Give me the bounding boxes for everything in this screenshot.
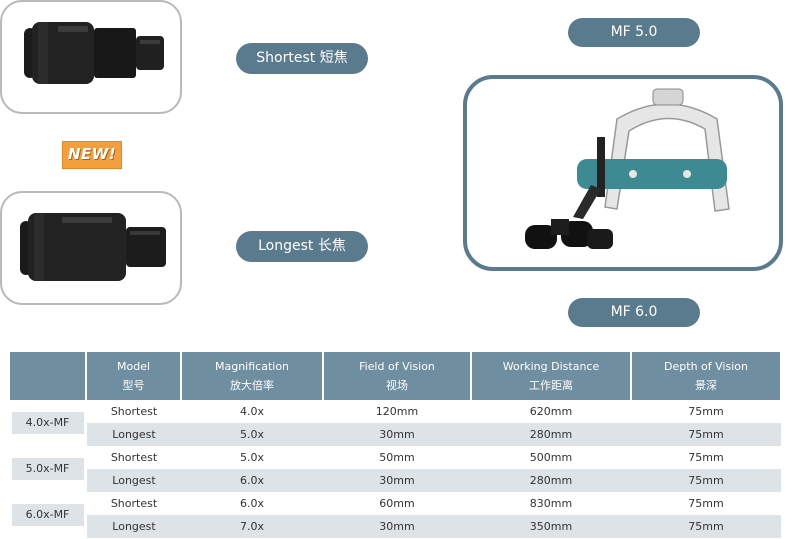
headset-photo [463, 75, 783, 271]
model-cell: 6.0x-MF [10, 492, 87, 538]
shortest-lens-graphic [24, 22, 164, 84]
table-row: 6.0x-MF Shortest 6.0x 60mm 830mm 75mm [10, 492, 781, 538]
magnification-cell: 6.0x [181, 492, 323, 515]
depth-of-vision-cell: 75mm [631, 446, 781, 469]
header-magnification: Magnification 放大倍率 [181, 352, 324, 400]
header-depth-of-vision: Depth of Vision 景深 [631, 352, 782, 400]
spec-table: Model 型号 Magnification 放大倍率 Field of Visio… [10, 352, 782, 538]
header-magnification-cn: 放大倍率 [230, 379, 274, 392]
longest-label: Longest 长焦 [236, 231, 368, 262]
header-dov-en: Depth of Vision [664, 360, 748, 373]
depth-of-vision-cell: 75mm [631, 515, 781, 538]
header-blank [10, 352, 87, 400]
field-of-vision-cell: 30mm [323, 469, 471, 492]
header-dov-cn: 景深 [695, 379, 717, 392]
depth-of-vision-cell: 75mm [631, 469, 781, 492]
magnification-cell: 5.0x [181, 446, 323, 469]
magnification-cell: 5.0x [181, 423, 323, 446]
depth-of-vision-cell: 75mm [631, 492, 781, 515]
depth-of-vision-cell: 75mm [631, 400, 781, 423]
focus-cell: Longest [86, 423, 181, 446]
mf60-label: MF 6.0 [568, 298, 700, 327]
focus-cell: Shortest [86, 492, 181, 515]
model-name: 5.0x-MF [11, 458, 84, 480]
shortest-label: Shortest 短焦 [236, 43, 368, 74]
header-wd-cn: 工作距离 [529, 379, 573, 392]
model-name: 4.0x-MF [11, 412, 84, 434]
working-distance-cell: 280mm [471, 469, 631, 492]
header-model-cn: 型号 [122, 379, 145, 392]
header-fov-cn: 视场 [386, 379, 408, 392]
headset-graphic [525, 88, 730, 249]
longest-lens-image [0, 191, 182, 305]
working-distance-cell: 830mm [471, 492, 631, 515]
header-magnification-en: Magnification [214, 360, 290, 373]
table-row: 4.0x-MF Shortest 4.0x 120mm 620mm 75mm [10, 400, 781, 446]
magnification-cell: 7.0x [181, 515, 323, 538]
depth-of-vision-cell: 75mm [631, 423, 781, 446]
working-distance-cell: 280mm [471, 423, 631, 446]
table-row: Longest 7.0x 30mm 350mm 75mm [10, 515, 781, 538]
field-of-vision-cell: 30mm [323, 515, 471, 538]
header-model-en: Model [116, 360, 151, 373]
shortest-lens-image [0, 0, 182, 114]
header-model: Model 型号 [86, 352, 182, 400]
table-row: 5.0x-MF Shortest 5.0x 50mm 500mm 75mm [10, 446, 781, 492]
table-row: Longest 5.0x 30mm 280mm 75mm [10, 423, 781, 446]
table-header-row: Model 型号 Magnification 放大倍率 Field of Visio… [10, 352, 782, 400]
model-name: 6.0x-MF [11, 504, 84, 526]
working-distance-cell: 620mm [471, 400, 631, 423]
focus-cell: Longest [86, 515, 181, 538]
header-field-of-vision: Field of Vision 视场 [323, 352, 472, 400]
magnification-cell: 4.0x [181, 400, 323, 423]
model-cell: 4.0x-MF [10, 400, 87, 446]
field-of-vision-cell: 50mm [323, 446, 471, 469]
focus-cell: Shortest [86, 446, 181, 469]
field-of-vision-cell: 60mm [323, 492, 471, 515]
field-of-vision-cell: 120mm [323, 400, 471, 423]
working-distance-cell: 350mm [471, 515, 631, 538]
table-row: Longest 6.0x 30mm 280mm 75mm [10, 469, 781, 492]
magnification-cell: 6.0x [181, 469, 323, 492]
model-cell: 5.0x-MF [10, 446, 87, 492]
focus-cell: Longest [86, 469, 181, 492]
focus-cell: Shortest [86, 400, 181, 423]
header-working-distance: Working Distance 工作距离 [471, 352, 632, 400]
field-of-vision-cell: 30mm [323, 423, 471, 446]
working-distance-cell: 500mm [471, 446, 631, 469]
header-fov-en: Field of Vision [359, 360, 435, 373]
longest-lens-graphic [20, 213, 166, 281]
mf50-label: MF 5.0 [568, 18, 700, 47]
header-wd-en: Working Distance [502, 360, 600, 373]
new-badge: NEW! [62, 141, 122, 169]
